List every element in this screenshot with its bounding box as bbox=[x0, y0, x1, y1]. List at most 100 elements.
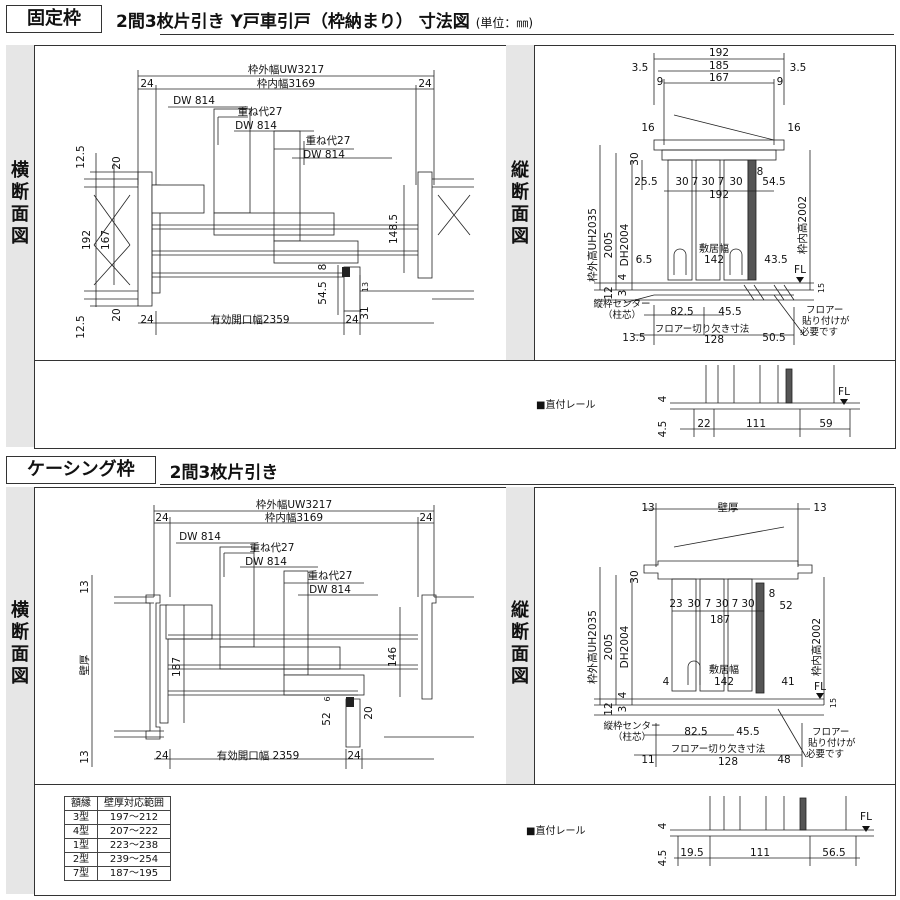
dim-30: 30 bbox=[675, 176, 688, 188]
table-cell: 197～212 bbox=[97, 810, 171, 825]
dim-13: 13 bbox=[641, 502, 654, 514]
table-cell: 239～254 bbox=[97, 852, 171, 867]
dim-4: 4 bbox=[617, 691, 629, 698]
dim-7: 7 bbox=[705, 598, 712, 610]
table-header-row: 額縁 壁厚対応範囲 bbox=[64, 796, 171, 811]
section2-header: ケーシング枠 2間3枚片引き bbox=[6, 455, 278, 485]
table-cell: 187～195 bbox=[97, 866, 171, 881]
table-cell: 2型 bbox=[64, 852, 98, 867]
dim-20: 20 bbox=[363, 706, 375, 719]
section1-header-rule bbox=[160, 34, 894, 35]
dim-dw3: DW 814 bbox=[303, 149, 345, 161]
dim-4: 4 bbox=[657, 395, 669, 402]
section2-plan-drawing: 枠外幅UW3217 枠内幅3169 24 24 DW 814 重ね代27 DW … bbox=[78, 498, 474, 769]
dim-12-5: 12.5 bbox=[75, 145, 87, 168]
dim-45-5: 45.5 bbox=[718, 306, 741, 318]
dim-4-5: 4.5 bbox=[657, 850, 669, 867]
section1-rail-label: ■直付レール bbox=[536, 400, 596, 411]
dim-9: 9 bbox=[657, 76, 664, 88]
section2-plan-side bbox=[6, 487, 34, 784]
dim-19-5: 19.5 bbox=[680, 847, 703, 859]
dim-overlap1: 重ね代27 bbox=[250, 541, 295, 554]
table-cell: 1型 bbox=[64, 838, 98, 853]
dim-24: 24 bbox=[347, 750, 361, 762]
dim-dh: DH2004 bbox=[619, 223, 631, 266]
dim-12: 12 bbox=[603, 702, 615, 715]
center-note-1: 縦枠センター bbox=[603, 720, 660, 732]
roller-block bbox=[342, 267, 350, 277]
dim-8: 8 bbox=[769, 588, 776, 600]
rail-fl-label: FL bbox=[838, 386, 850, 398]
dim-2005: 2005 bbox=[603, 634, 615, 661]
floor-note-1: フロアー bbox=[806, 305, 843, 316]
dim-2005: 2005 bbox=[603, 232, 615, 259]
dim-13-5: 13.5 bbox=[622, 332, 645, 344]
section1-rail-side-left bbox=[6, 360, 34, 447]
dim-30: 30 bbox=[701, 176, 714, 188]
fl-marker bbox=[816, 693, 824, 699]
dim-43-5: 43.5 bbox=[764, 254, 787, 266]
dim-25-5: 25.5 bbox=[634, 176, 657, 188]
dim-20: 20 bbox=[111, 156, 123, 169]
dim-8: 8 bbox=[317, 264, 329, 271]
section2-rail-label: ■直付レール bbox=[526, 826, 586, 837]
dim-167: 167 bbox=[709, 72, 729, 84]
section2-horizontal-label: 横断面図 bbox=[11, 600, 29, 687]
dim-54-5: 54.5 bbox=[317, 281, 329, 304]
center-note-1: 縦枠センター bbox=[593, 298, 650, 310]
sill-width-label: 敷居幅 bbox=[699, 242, 729, 255]
dim-15: 15 bbox=[817, 283, 826, 293]
wall-thickness-label: 壁厚 bbox=[78, 654, 91, 675]
section2-header-rule bbox=[160, 484, 894, 485]
dim-82-5: 82.5 bbox=[670, 306, 693, 318]
dim-50-5: 50.5 bbox=[762, 332, 785, 344]
dim-15: 15 bbox=[829, 698, 838, 708]
dim-142: 142 bbox=[704, 254, 724, 266]
section1-section-drawing: 192 3.5 185 3.5 167 9 9 16 16 30 25.5 30… bbox=[586, 47, 850, 346]
section2-section-drawing: 13 壁厚 13 30 23 30 7 30 7 30 8 52 187 枠外高… bbox=[586, 501, 856, 768]
floor-note-3: 必要です bbox=[800, 326, 838, 338]
dim-inner-width: 枠内幅3169 bbox=[257, 77, 315, 90]
sill-width-label: 敷居幅 bbox=[709, 663, 739, 676]
roller-block bbox=[346, 697, 354, 707]
floor-note-2: 貼り付けが bbox=[808, 737, 856, 749]
dim-inner-h: 枠内高2002 bbox=[796, 196, 809, 254]
dim-16: 16 bbox=[641, 122, 655, 134]
table-header: 壁厚対応範囲 bbox=[97, 796, 171, 811]
dim-82-5: 82.5 bbox=[684, 726, 707, 738]
dim-52: 52 bbox=[321, 712, 333, 725]
dim-23: 23 bbox=[669, 598, 682, 610]
floor-note-3: 必要です bbox=[806, 748, 844, 760]
dim-56-5: 56.5 bbox=[822, 847, 845, 859]
section1-plan-drawing: 枠外幅UW3217 枠内幅3169 24 24 DW 814 重ね代27 DW … bbox=[75, 63, 474, 339]
center-note-2: （柱芯） bbox=[613, 731, 651, 743]
dim-effective: 有効開口幅2359 bbox=[210, 313, 289, 326]
section2-header-box: ケーシング枠 bbox=[6, 456, 156, 484]
fl-label: FL bbox=[794, 264, 806, 276]
table-cell: 7型 bbox=[64, 866, 98, 881]
dim-187: 187 bbox=[171, 657, 183, 677]
dim-24: 24 bbox=[345, 314, 359, 326]
dim-dw1: DW 814 bbox=[179, 531, 221, 543]
fl-marker bbox=[862, 826, 870, 832]
rail-fl-label: FL bbox=[860, 811, 872, 823]
section1-horizontal-label: 横断面図 bbox=[11, 160, 29, 247]
table-cell: 4型 bbox=[64, 824, 98, 839]
dim-inner-width: 枠内幅3169 bbox=[265, 511, 323, 524]
dim-7: 7 bbox=[718, 176, 725, 188]
dim-12-5: 12.5 bbox=[75, 315, 87, 338]
dim-overlap2: 重ね代27 bbox=[306, 134, 351, 147]
dim-45-5: 45.5 bbox=[736, 726, 759, 738]
dim-111: 111 bbox=[750, 847, 770, 859]
dim-185: 185 bbox=[709, 60, 729, 72]
dim-54-5: 54.5 bbox=[762, 176, 785, 188]
fl-marker bbox=[840, 399, 848, 405]
table-cell: 223～238 bbox=[97, 838, 171, 853]
section1-header: 固定枠 2間3枚片引き Y戸車引戸（枠納まり） 寸法図 (単位：㎜) bbox=[6, 4, 533, 34]
